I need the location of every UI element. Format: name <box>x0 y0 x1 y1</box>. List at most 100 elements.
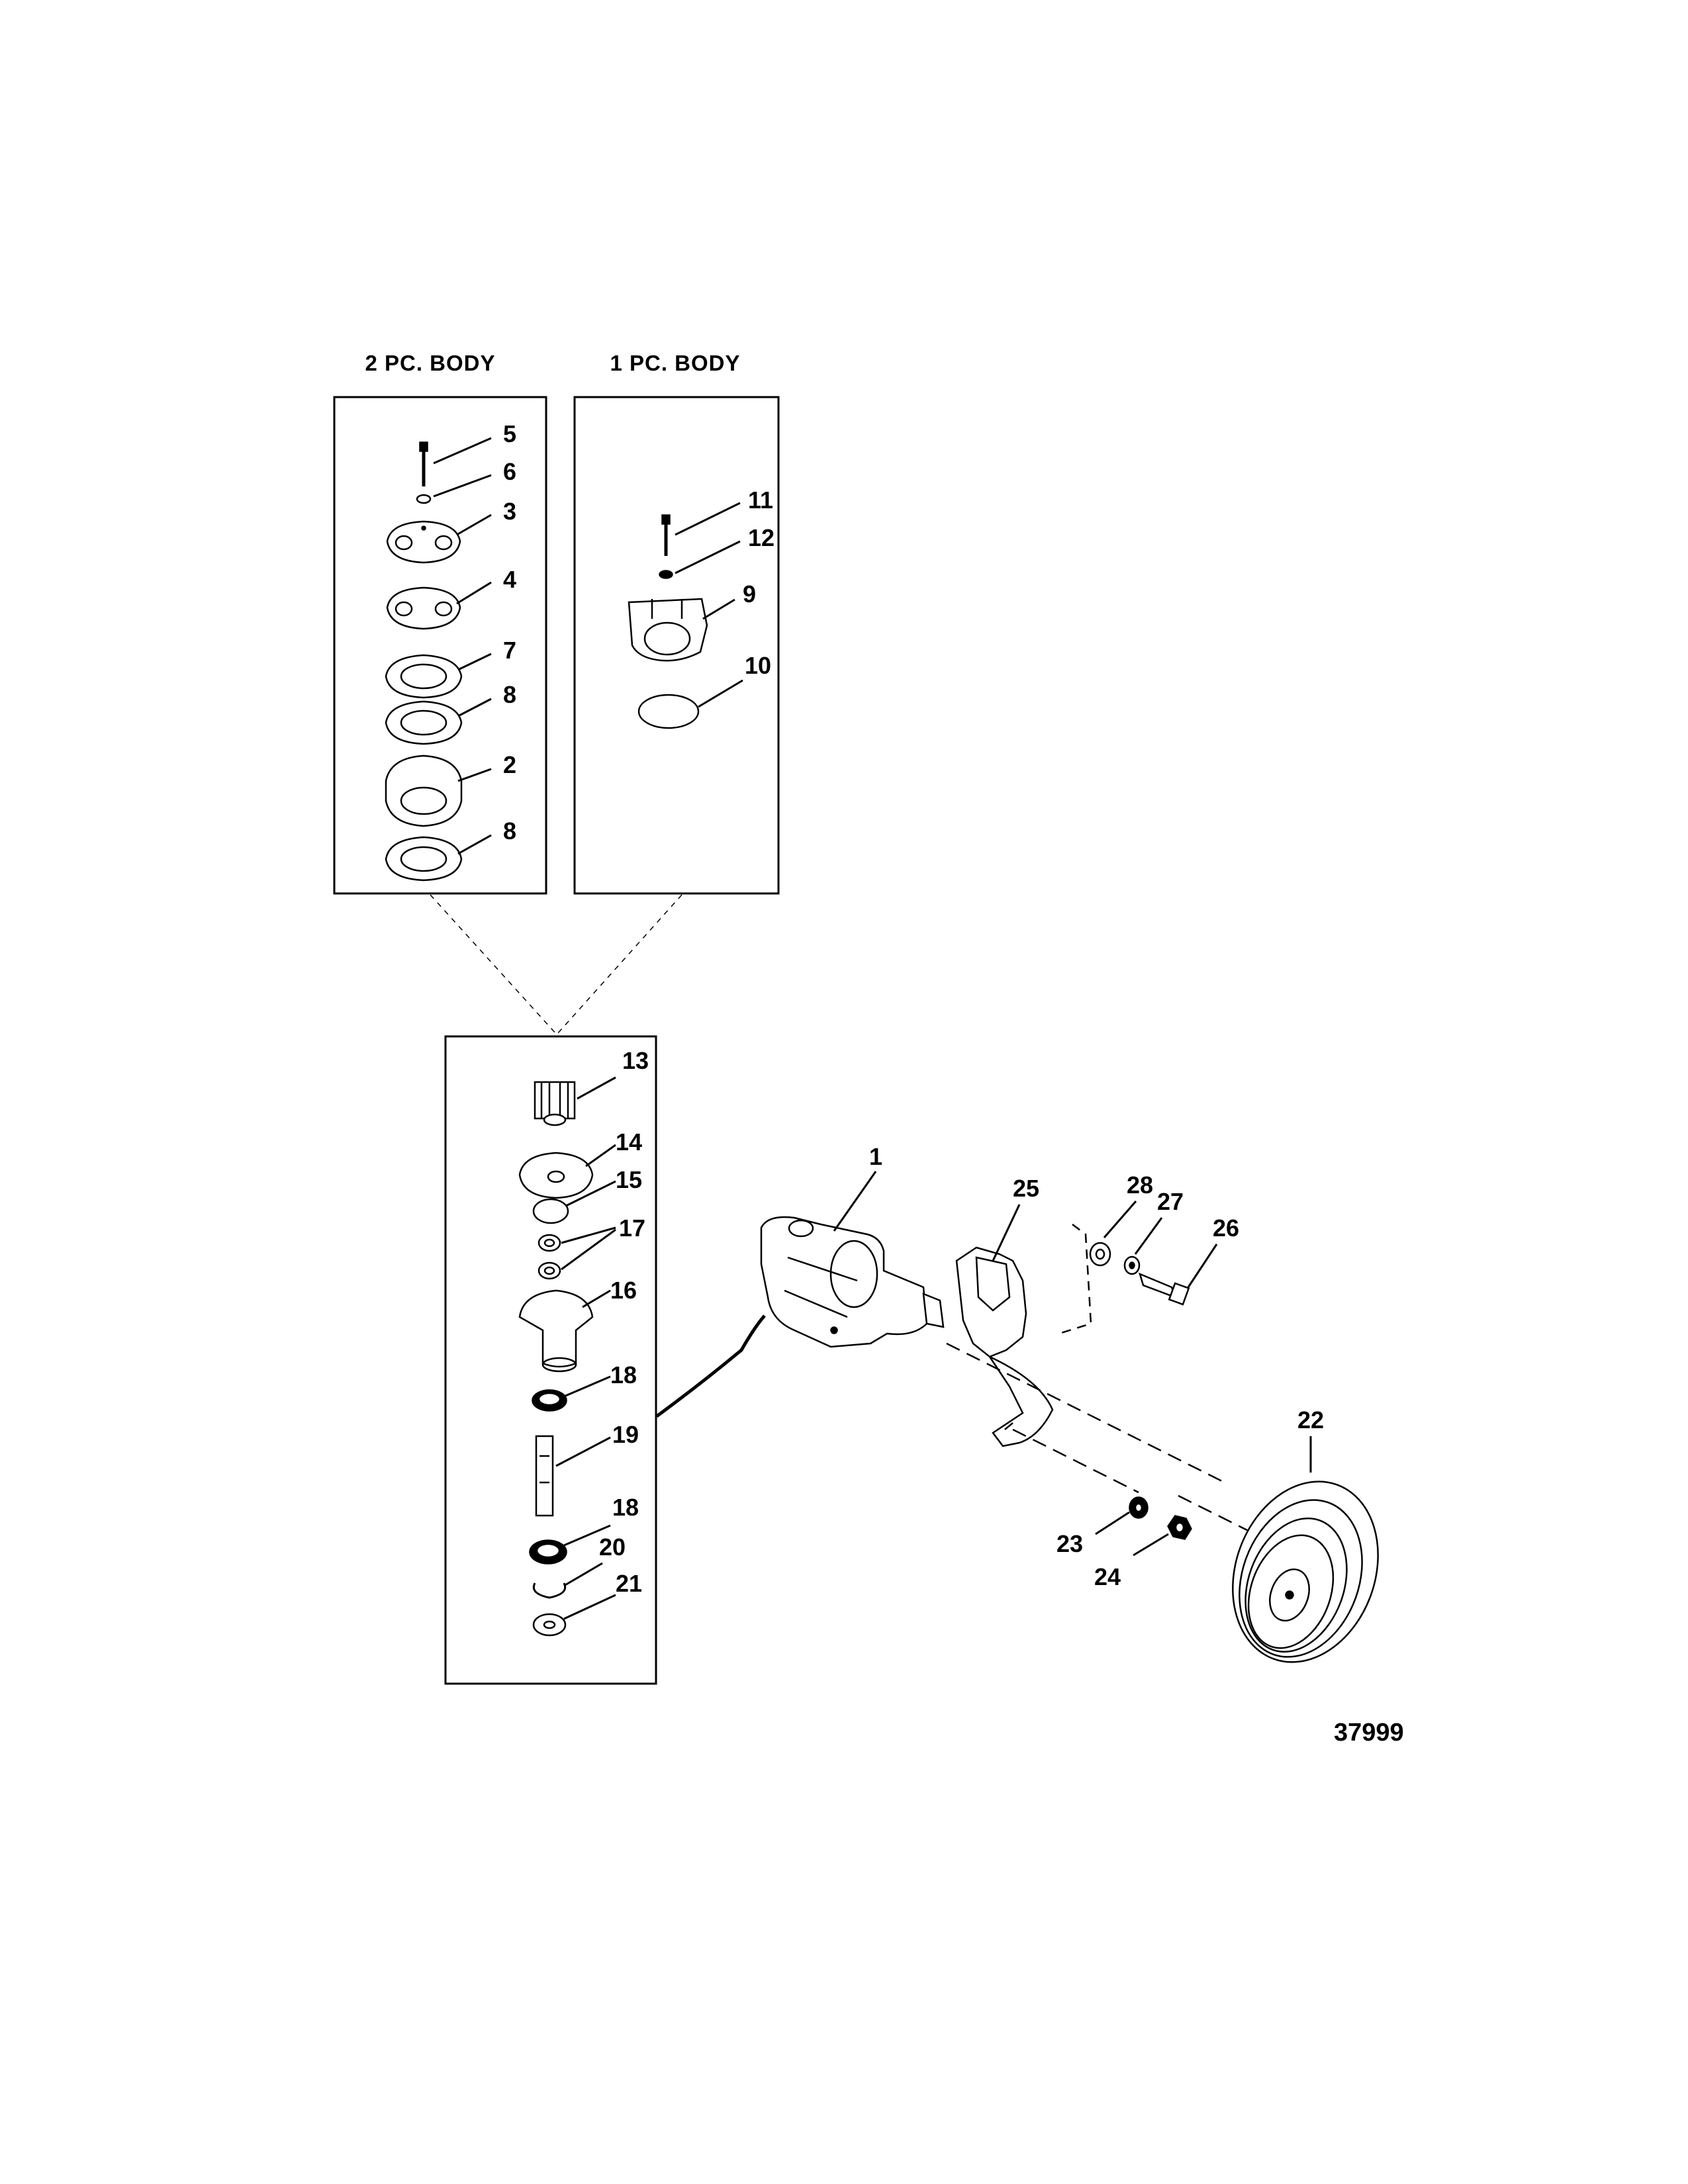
leader-5 <box>433 437 492 465</box>
callout-23: 23 <box>1056 1530 1083 1557</box>
washer-part-27 <box>1123 1255 1141 1275</box>
callout-14: 14 <box>616 1128 642 1156</box>
callout-12: 12 <box>748 524 774 551</box>
washer-part-23 <box>1129 1496 1149 1519</box>
converge-line-right <box>557 894 682 1034</box>
leader-15 <box>565 1180 616 1207</box>
shaft-part-19 <box>535 1435 554 1517</box>
callout-10: 10 <box>745 652 771 679</box>
leader-14 <box>585 1144 616 1167</box>
callout-9: 9 <box>743 580 756 608</box>
leader-4 <box>456 581 492 605</box>
connector-curve <box>655 1314 766 1418</box>
leader-9 <box>702 598 735 620</box>
gasket-part-8-upper <box>385 700 463 745</box>
leader-25 <box>992 1204 1021 1261</box>
plate-part-14 <box>518 1152 594 1199</box>
callout-22: 22 <box>1297 1406 1324 1433</box>
leader-2 <box>457 768 492 782</box>
alignment-line-mid <box>1012 1428 1139 1494</box>
figure-number: 37999 <box>1334 1719 1404 1747</box>
leader-7 <box>457 653 492 671</box>
seals-part-17 <box>538 1234 561 1280</box>
bolt-part-26 <box>1139 1272 1190 1306</box>
housing-part-16 <box>518 1289 594 1373</box>
callout-19: 19 <box>612 1421 639 1448</box>
callout-7: 7 <box>503 637 516 664</box>
alignment-line-shaft-upper <box>946 1342 1225 1484</box>
leader-18-upper <box>563 1375 611 1398</box>
header-1pc-body: 1 PC. BODY <box>610 351 740 375</box>
washer-part-12 <box>659 570 673 579</box>
callout-25: 25 <box>1013 1175 1039 1202</box>
callout-16: 16 <box>610 1277 637 1304</box>
callout-3: 3 <box>503 498 516 525</box>
callout-18-lower: 18 <box>612 1494 639 1521</box>
callout-28: 28 <box>1127 1171 1153 1199</box>
pump-body-part-9 <box>628 598 708 662</box>
box-pump-internals <box>444 1035 657 1685</box>
bearing-part-18-upper <box>532 1389 567 1412</box>
callout-13: 13 <box>622 1047 649 1074</box>
pulley-part-22 <box>1232 1480 1379 1663</box>
callout-24: 24 <box>1094 1563 1121 1590</box>
leader-21 <box>563 1594 616 1620</box>
leader-28 <box>1103 1201 1137 1238</box>
bracket-part-25 <box>955 1246 1054 1447</box>
callout-20: 20 <box>599 1533 626 1561</box>
leader-19 <box>555 1436 611 1467</box>
callout-18-upper: 18 <box>610 1361 637 1388</box>
callout-27: 27 <box>1157 1188 1184 1215</box>
nut-part-24 <box>1167 1515 1192 1540</box>
callout-17: 17 <box>619 1214 645 1242</box>
leader-18-lower <box>563 1524 611 1547</box>
oring-part-10 <box>637 694 700 729</box>
screw-part-11 <box>661 514 671 556</box>
gasket-part-4 <box>386 586 461 630</box>
leader-23 <box>1095 1511 1130 1535</box>
leader-8-lower <box>457 834 492 855</box>
bearing-part-18-lower <box>529 1539 567 1565</box>
callout-15: 15 <box>616 1166 642 1193</box>
leader-24 <box>1133 1533 1169 1557</box>
leader-16 <box>582 1289 611 1308</box>
callout-2: 2 <box>503 751 516 778</box>
leader-26 <box>1187 1244 1218 1288</box>
leader-12 <box>675 540 741 574</box>
plate-part-3 <box>386 520 461 564</box>
callout-1: 1 <box>869 1143 882 1170</box>
leader-13 <box>577 1076 616 1100</box>
leader-20 <box>563 1562 603 1587</box>
header-2pc-body: 2 PC. BODY <box>365 351 495 375</box>
leader-6 <box>433 474 492 498</box>
callout-26: 26 <box>1213 1214 1239 1242</box>
callout-4: 4 <box>503 566 516 593</box>
gasket-part-8-lower <box>385 836 463 882</box>
box-1pc-body <box>573 396 780 895</box>
leader-3 <box>456 514 492 536</box>
leader-17b <box>561 1228 616 1271</box>
leader-11 <box>675 502 741 536</box>
callout-5: 5 <box>503 420 516 447</box>
callout-6: 6 <box>503 458 516 485</box>
gasket-part-7 <box>385 654 463 699</box>
callout-8-upper: 8 <box>503 681 516 708</box>
oring-part-15 <box>532 1198 569 1224</box>
screw-part-5 <box>419 441 428 486</box>
impeller-part-13 <box>534 1081 576 1126</box>
snap-ring-part-20 <box>532 1582 567 1599</box>
leader-10 <box>698 679 743 708</box>
pump-body-part-2 <box>385 754 463 827</box>
alignment-line-bracket <box>1058 1224 1092 1335</box>
washer-part-21 <box>532 1613 567 1637</box>
leader-27 <box>1134 1217 1163 1255</box>
callout-11: 11 <box>748 486 773 514</box>
washer-part-28 <box>1089 1242 1111 1267</box>
leader-17a <box>561 1226 616 1244</box>
converge-line-left <box>430 894 557 1034</box>
washer-part-6 <box>416 494 432 504</box>
callout-8-lower: 8 <box>503 817 516 844</box>
leader-1 <box>833 1171 877 1232</box>
seawater-pump-part-1 <box>760 1216 945 1348</box>
